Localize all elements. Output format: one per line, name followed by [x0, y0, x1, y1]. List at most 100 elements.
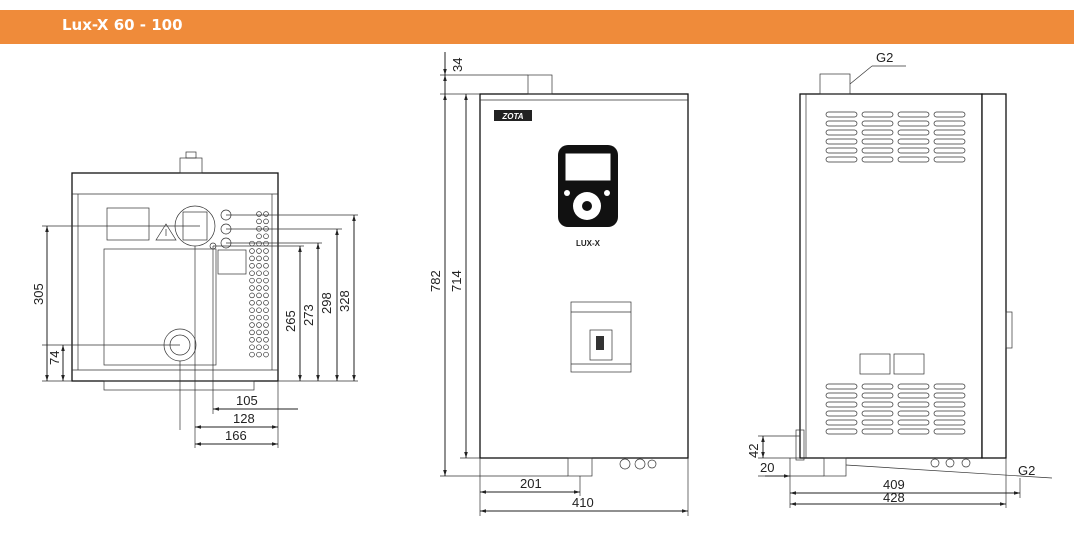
louver-slot	[825, 129, 858, 136]
louver-slot	[825, 138, 858, 145]
vent-hole	[256, 307, 262, 313]
vent-hole	[256, 292, 262, 299]
vent-hole	[263, 277, 269, 284]
vent-hole	[256, 263, 262, 269]
brand-label: ZOTA	[501, 112, 523, 121]
vent-hole	[249, 344, 255, 350]
louver-slot	[825, 428, 858, 435]
vent-hole	[249, 277, 255, 284]
louver-slot	[861, 111, 894, 118]
louver-slot	[897, 410, 930, 417]
dim-74: 74	[47, 351, 62, 365]
vent-hole	[256, 300, 262, 306]
louver-slot	[825, 147, 858, 154]
vent-holes	[249, 211, 269, 358]
louver-slot	[861, 392, 894, 399]
vent-hole	[263, 292, 269, 299]
side-view: G2 G2 42 20 409 428	[746, 50, 1053, 508]
vent-hole	[249, 270, 255, 276]
vent-hole	[263, 248, 269, 254]
terminal-plate	[103, 248, 217, 366]
louver-slot	[861, 410, 894, 417]
louver-slot	[825, 120, 858, 127]
dim-201: 201	[520, 476, 542, 491]
louver-slot	[933, 383, 966, 390]
vent-hole	[256, 248, 262, 254]
dim-305: 305	[31, 283, 46, 305]
louver-slot	[825, 410, 858, 417]
display-screen	[565, 153, 611, 181]
dim-128: 128	[233, 411, 255, 426]
louver-slot	[897, 111, 930, 118]
vent-hole	[256, 270, 262, 276]
vent-hole	[263, 300, 269, 306]
label-box-1	[859, 353, 891, 375]
dim-105: 105	[236, 393, 258, 408]
louver-slot	[897, 392, 930, 399]
louver-slot	[897, 401, 930, 408]
louver-slot	[897, 383, 930, 390]
louver-slot	[933, 428, 966, 435]
vent-hole	[263, 314, 269, 321]
louver-slot	[933, 147, 966, 154]
vent-hole	[249, 300, 255, 306]
connection-label-bottom: G2	[1018, 463, 1035, 478]
connection-label-top: G2	[876, 50, 893, 65]
dim-714: 714	[449, 270, 464, 292]
louver-slot	[861, 120, 894, 127]
dim-428: 428	[883, 490, 905, 505]
dim-20: 20	[760, 460, 774, 475]
vent-hole	[263, 351, 269, 358]
vent-hole	[249, 314, 255, 321]
vent-hole	[256, 277, 262, 284]
vent-hole	[249, 255, 255, 262]
louver-slot	[861, 419, 894, 426]
vent-hole	[263, 337, 269, 343]
vent-hole	[249, 248, 255, 254]
louver-slot	[825, 111, 858, 118]
warning-icon	[155, 223, 177, 241]
vent-hole	[256, 329, 262, 336]
vent-hole	[256, 211, 262, 217]
vent-louvers	[825, 111, 966, 435]
bottom-view-outline	[71, 172, 279, 382]
bottom-view: 305 74 265 273 298 328 105 128 166	[31, 151, 358, 448]
vent-hole	[263, 255, 269, 262]
vent-hole	[249, 322, 255, 328]
louver-slot	[825, 419, 858, 426]
vent-hole	[249, 285, 255, 291]
vent-hole	[256, 285, 262, 291]
vent-hole	[263, 233, 269, 239]
vent-hole	[263, 218, 269, 225]
louver-slot	[897, 138, 930, 145]
louver-slot	[861, 147, 894, 154]
vent-hole	[263, 270, 269, 276]
louver-slot	[861, 138, 894, 145]
louver-slot	[933, 111, 966, 118]
vent-hole	[249, 292, 255, 299]
vent-hole	[256, 314, 262, 321]
dim-298: 298	[319, 292, 334, 314]
louver-slot	[825, 383, 858, 390]
dim-273: 273	[301, 304, 316, 326]
vent-hole	[263, 322, 269, 328]
louver-slot	[933, 401, 966, 408]
vent-hole	[263, 285, 269, 291]
louver-slot	[933, 392, 966, 399]
louver-slot	[861, 156, 894, 163]
louver-slot	[933, 138, 966, 145]
louver-slot	[897, 120, 930, 127]
louver-slot	[897, 129, 930, 136]
louver-slot	[933, 129, 966, 136]
louver-slot	[861, 401, 894, 408]
dim-166: 166	[225, 428, 247, 443]
vent-hole	[256, 337, 262, 343]
louver-slot	[897, 428, 930, 435]
louver-slot	[933, 419, 966, 426]
dim-410: 410	[572, 495, 594, 510]
side-body	[799, 93, 983, 459]
dim-328: 328	[337, 290, 352, 312]
dim-42: 42	[746, 444, 761, 458]
louver-slot	[861, 428, 894, 435]
